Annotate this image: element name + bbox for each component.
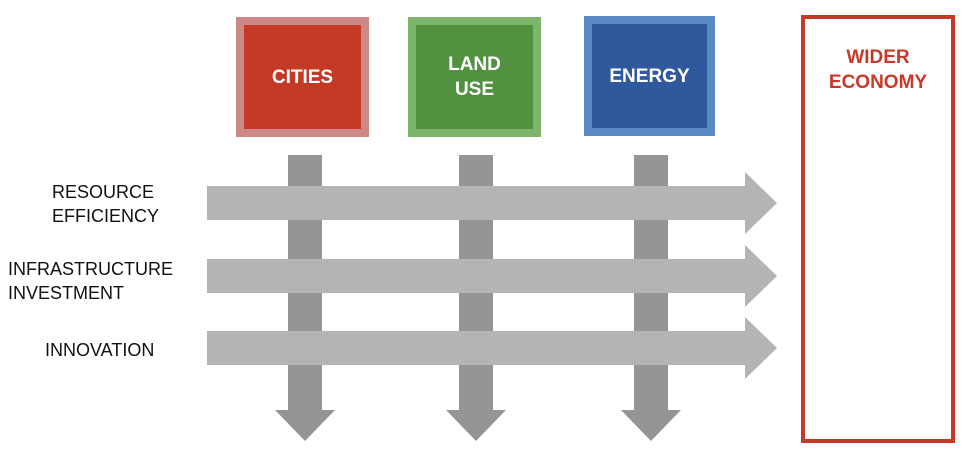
vertical-arrow-2 <box>446 155 506 441</box>
horizontal-arrow-3 <box>207 317 777 379</box>
driver-label-innovation: INNOVATION <box>45 340 155 360</box>
wider-economy-box: WIDER ECONOMY <box>801 15 955 443</box>
sector-box-energy: ENERGY <box>584 16 715 136</box>
vertical-arrow-1 <box>275 155 335 441</box>
driver-label-resource-efficiency: RESOURCE EFFICIENCY <box>52 182 160 226</box>
horizontal-arrow-1 <box>207 172 777 234</box>
vertical-arrow-3 <box>621 155 681 441</box>
sector-box-cities: CITIES <box>236 17 369 137</box>
horizontal-arrow-2 <box>207 245 777 307</box>
sector-label-land-use: LAND USE <box>448 54 501 100</box>
sector-label-cities: CITIES <box>271 66 334 88</box>
sector-box-land-use: LAND USE <box>408 17 541 137</box>
driver-label-infrastructure-investment: INFRASTRUCTURE INVESTMENT <box>8 259 173 303</box>
wider-economy-label: WIDER ECONOMY <box>828 47 928 93</box>
sector-label-energy: ENERGY <box>609 65 690 87</box>
